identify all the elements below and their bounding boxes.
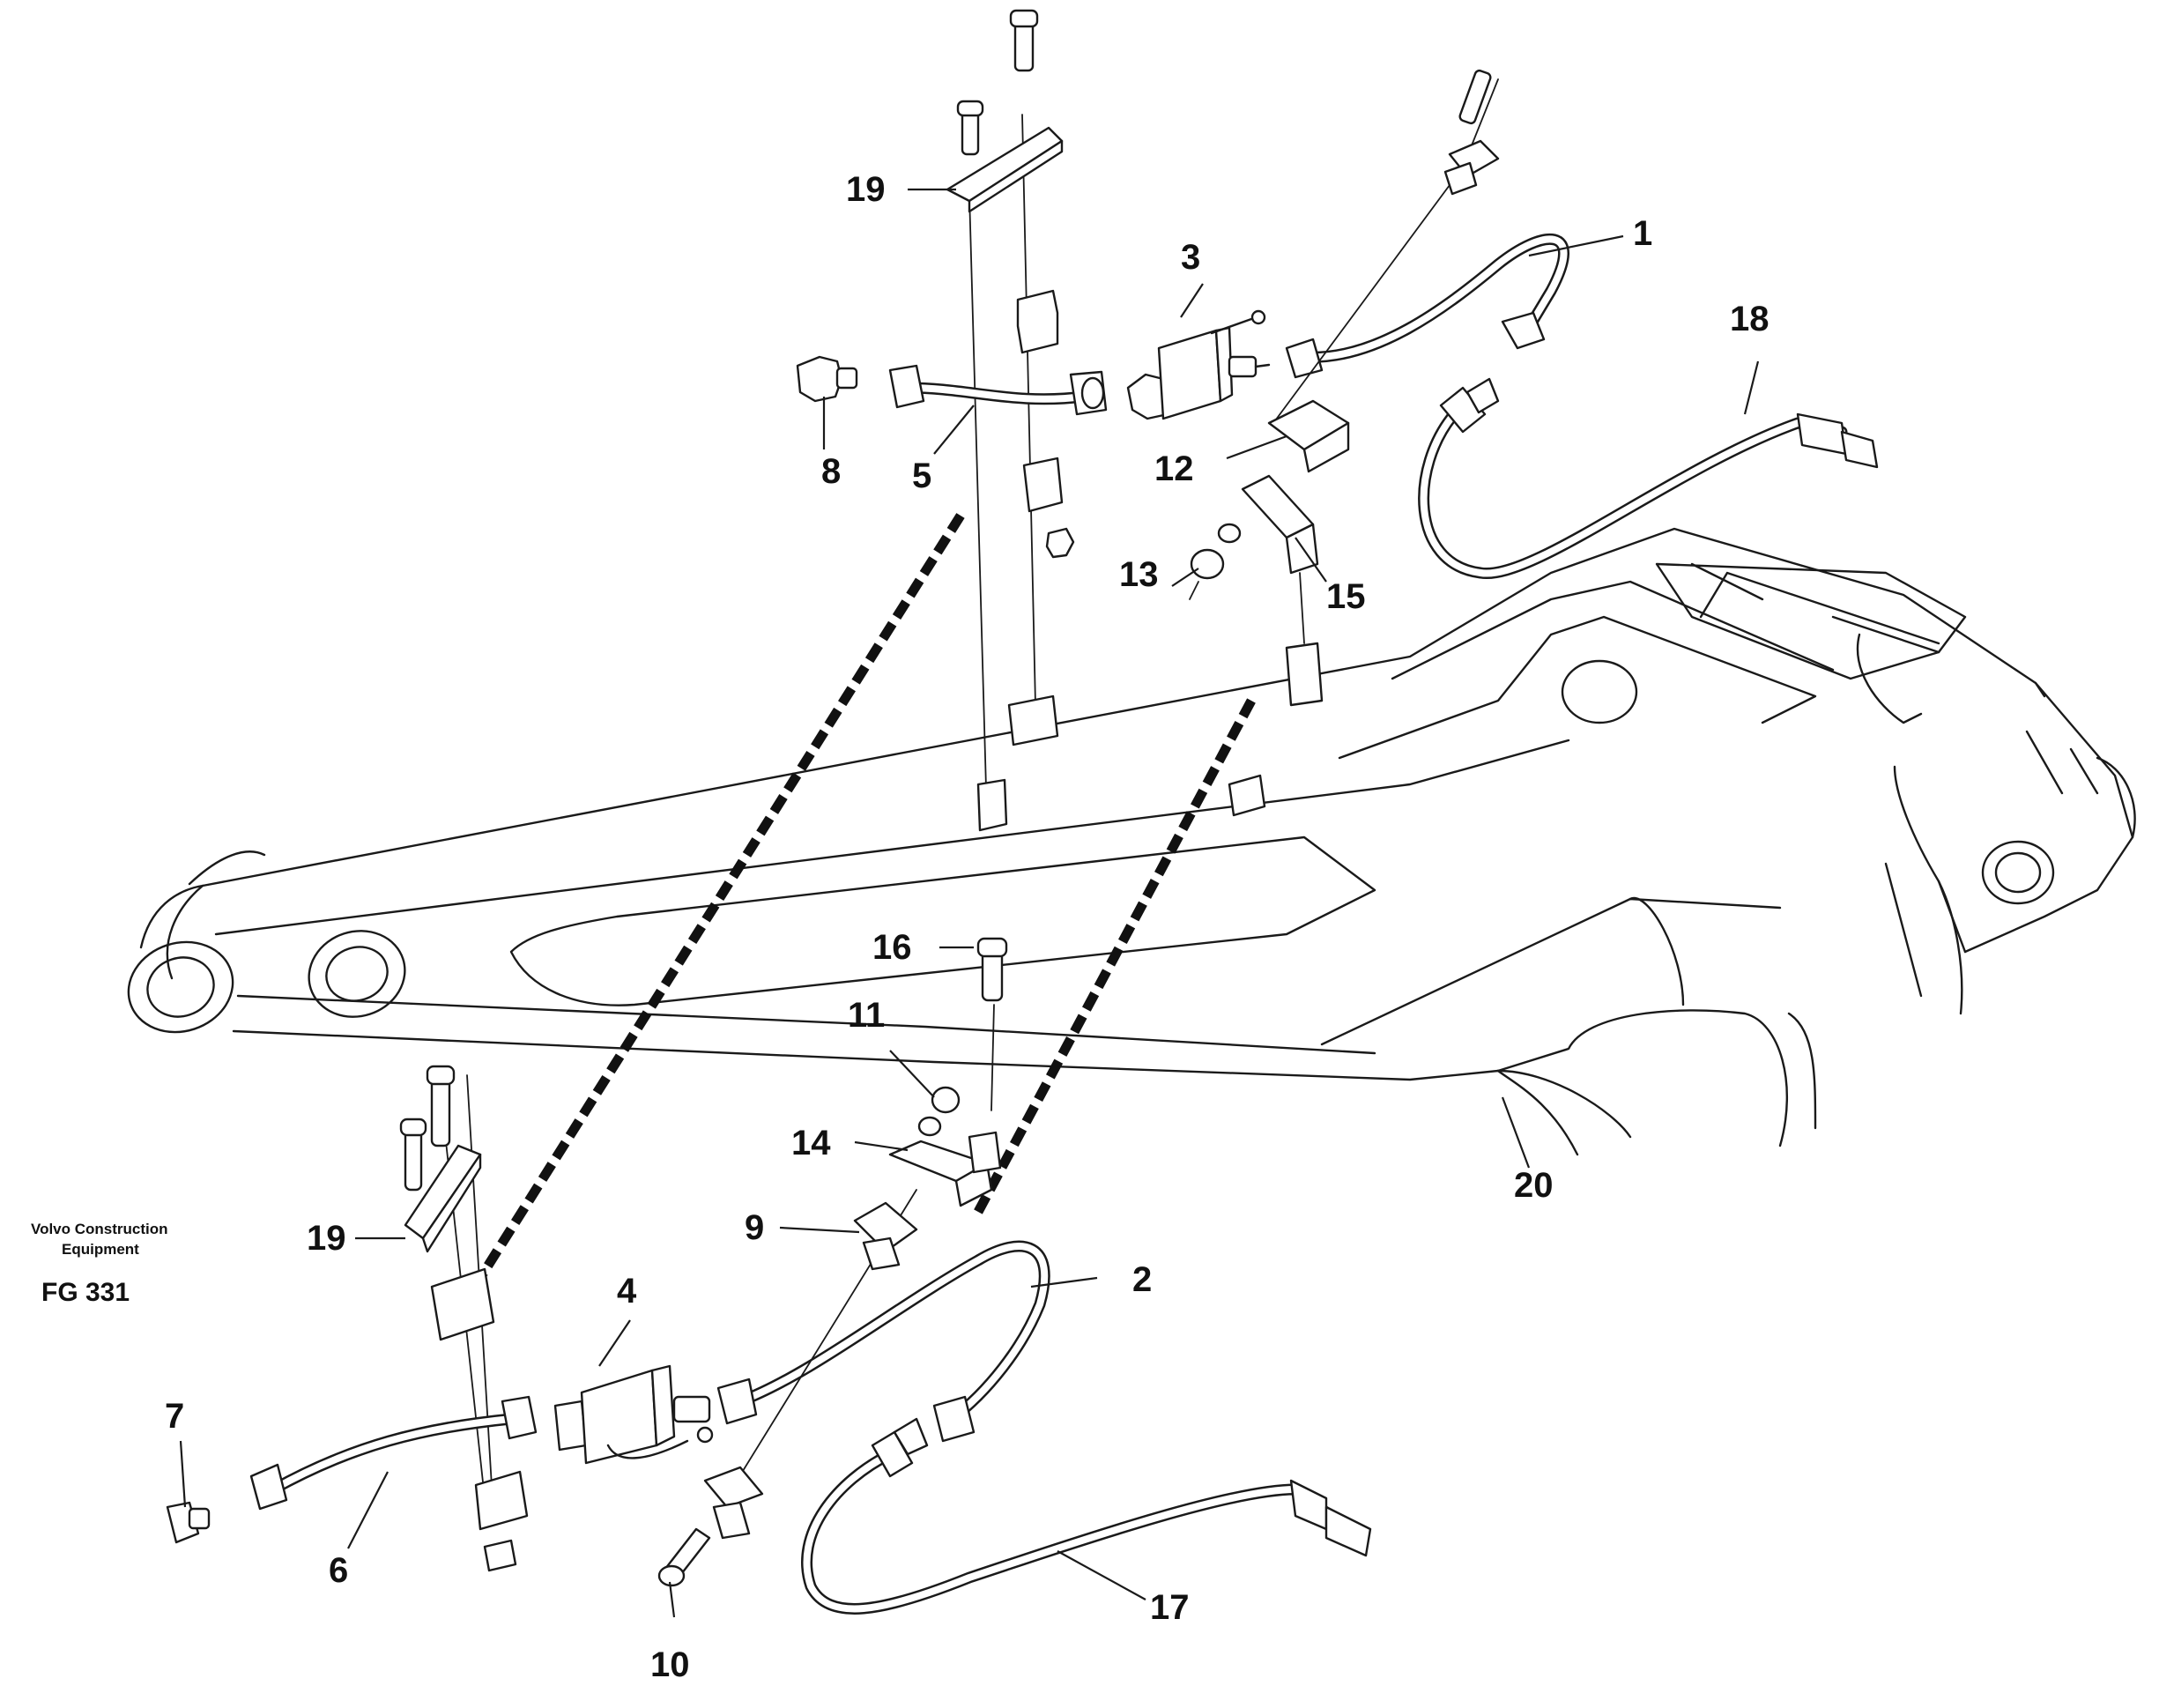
valve-3 — [1126, 309, 1271, 420]
callout-14: 14 — [791, 1124, 831, 1162]
upper-clamp-assembly — [946, 9, 1075, 832]
routing-lines — [476, 513, 1256, 1281]
pipe-2 — [716, 1240, 1050, 1443]
bracket-9-14 — [657, 937, 1008, 1587]
callout-labels: 19 3 1 18 8 5 12 13 15 16 11 14 9 20 19 … — [165, 170, 1769, 1684]
callout-leaders — [179, 188, 1760, 1618]
pipe-6-group — [166, 1395, 538, 1544]
callout-10: 10 — [650, 1645, 690, 1684]
callout-15: 15 — [1326, 577, 1366, 616]
callout-18: 18 — [1730, 300, 1769, 338]
callout-9: 9 — [745, 1208, 764, 1247]
bracket-12-15 — [1189, 69, 1500, 817]
brand-block: Volvo Construction Equipment FG 331 — [31, 1221, 168, 1307]
hose-17 — [801, 1417, 1372, 1615]
hose-18 — [1418, 377, 1879, 579]
callout-19-upper: 19 — [846, 170, 886, 209]
brand-line-1: Volvo Construction — [31, 1221, 168, 1237]
callout-11: 11 — [848, 996, 885, 1035]
callout-6: 6 — [329, 1551, 348, 1590]
callout-8: 8 — [821, 452, 841, 491]
pipe-1 — [1285, 233, 1569, 379]
callout-2: 2 — [1132, 1260, 1152, 1299]
callout-5: 5 — [912, 457, 931, 495]
callout-16: 16 — [872, 928, 912, 967]
lower-clamp-assembly — [399, 1065, 529, 1572]
callout-1: 1 — [1633, 214, 1652, 253]
pipe-5-group — [796, 355, 1108, 416]
boom-body — [127, 527, 2136, 1156]
callout-13: 13 — [1119, 555, 1159, 594]
callout-19-lower: 19 — [307, 1219, 346, 1258]
callout-3: 3 — [1181, 238, 1200, 277]
brand-line-2: Equipment — [62, 1241, 139, 1258]
callout-7: 7 — [165, 1397, 184, 1436]
callout-12: 12 — [1154, 449, 1194, 488]
valve-4 — [553, 1364, 714, 1465]
callout-17: 17 — [1150, 1588, 1190, 1627]
callout-4: 4 — [617, 1272, 637, 1311]
callout-20: 20 — [1514, 1166, 1554, 1205]
figure-code: FG 331 — [41, 1278, 130, 1307]
